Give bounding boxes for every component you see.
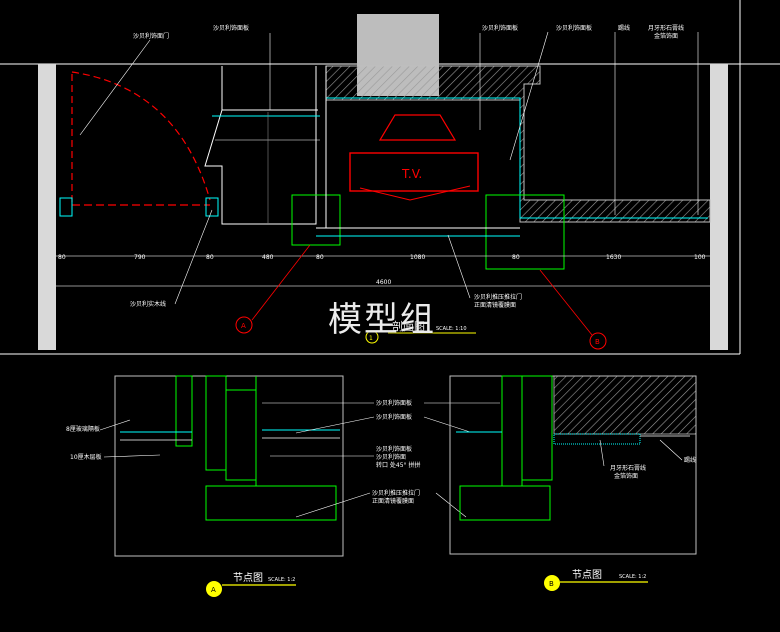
dim-3: 80 bbox=[206, 254, 214, 261]
dim-6: 1080 bbox=[410, 254, 425, 261]
wall-niche bbox=[325, 65, 711, 223]
tv: T.V. bbox=[349, 114, 479, 201]
right-wall bbox=[710, 64, 728, 350]
dim-2: 790 bbox=[134, 254, 146, 261]
mantel bbox=[204, 66, 565, 270]
detail-b-marker: B bbox=[549, 580, 554, 588]
dimension-row: 80 790 80 480 80 1080 80 1630 100 4600 bbox=[56, 254, 710, 287]
detail-a-marker: A bbox=[211, 586, 216, 594]
elevation-frame bbox=[0, 0, 780, 355]
marker-a-top: A bbox=[241, 322, 246, 330]
dim-7: 80 bbox=[512, 254, 520, 261]
detail-label-4: 沙贝利推压推拉门正面清镜覆膜面 bbox=[372, 489, 420, 505]
detail-titles: A 节点图 SCALE: 1:2 B 节点图 SCALE: 1:2 bbox=[206, 569, 648, 597]
detail-callouts: 沙贝利饰面板 沙贝利饰面板 沙贝利饰面板沙贝利饰面转口 处45° 拼拼 沙贝利推… bbox=[262, 399, 500, 518]
dim-total: 4600 bbox=[376, 279, 391, 286]
dim-8: 1630 bbox=[606, 254, 621, 261]
dim-4: 480 bbox=[262, 254, 274, 261]
detail-label-2: 沙贝利饰面板 bbox=[376, 413, 412, 421]
detail-a-label-2: 10厘木层板 bbox=[70, 453, 102, 461]
watermark: 模型组 bbox=[328, 300, 436, 340]
elevation-title: 剖面图 bbox=[392, 319, 425, 333]
label-panel-top3: 沙贝利饰面板 bbox=[556, 24, 592, 32]
dim-9: 100 bbox=[694, 254, 706, 261]
marker-b-top: B bbox=[595, 338, 600, 346]
detail-a-scale: SCALE: 1:2 bbox=[268, 577, 295, 583]
detail-a: 8厘玻璃隔板 10厘木层板 bbox=[66, 375, 344, 557]
section-no: 1 bbox=[369, 335, 373, 342]
detail-label-3: 沙贝利饰面板沙贝利饰面转口 处45° 拼拼 bbox=[376, 445, 420, 469]
section-markers: A B 1 剖面图 SCALE: 1:10 bbox=[235, 244, 607, 350]
detail-a-title: 节点图 bbox=[233, 572, 263, 584]
label-panel-top: 沙贝利饰面板 bbox=[213, 24, 249, 32]
label-stone: 月牙形石膏线金箔饰面 bbox=[648, 24, 684, 40]
callouts-top: 沙贝利饰面门 沙贝利饰面板 沙贝利饰面板 沙贝利饰面板 踢线 月牙形石膏线金箔饰… bbox=[79, 24, 699, 309]
label-door: 沙贝利饰面门 bbox=[133, 32, 169, 40]
label-drawer: 沙贝利推压推拉门正面清镜覆膜面 bbox=[474, 293, 522, 309]
detail-b-label-baseboard: 踢线 bbox=[684, 456, 696, 464]
elevation-scale: SCALE: 1:10 bbox=[436, 326, 467, 332]
label-baseboard: 踢线 bbox=[618, 24, 630, 32]
dim-1: 80 bbox=[58, 254, 66, 261]
dim-5: 80 bbox=[316, 254, 324, 261]
tv-label: T.V. bbox=[401, 167, 422, 181]
detail-b: 月牙形石膏线金箔饰面 踢线 bbox=[449, 375, 697, 555]
detail-label-1: 沙贝利饰面板 bbox=[376, 399, 412, 407]
detail-b-scale: SCALE: 1:2 bbox=[619, 574, 646, 580]
door-swing bbox=[59, 71, 219, 217]
label-panel-top2: 沙贝利饰面板 bbox=[482, 24, 518, 32]
detail-a-label-1: 8厘玻璃隔板 bbox=[66, 425, 100, 433]
detail-b-label-stone: 月牙形石膏线金箔饰面 bbox=[610, 464, 646, 480]
left-wall bbox=[38, 64, 56, 350]
label-wood-line: 沙贝利实木线 bbox=[130, 300, 166, 308]
detail-b-title: 节点图 bbox=[572, 569, 602, 581]
